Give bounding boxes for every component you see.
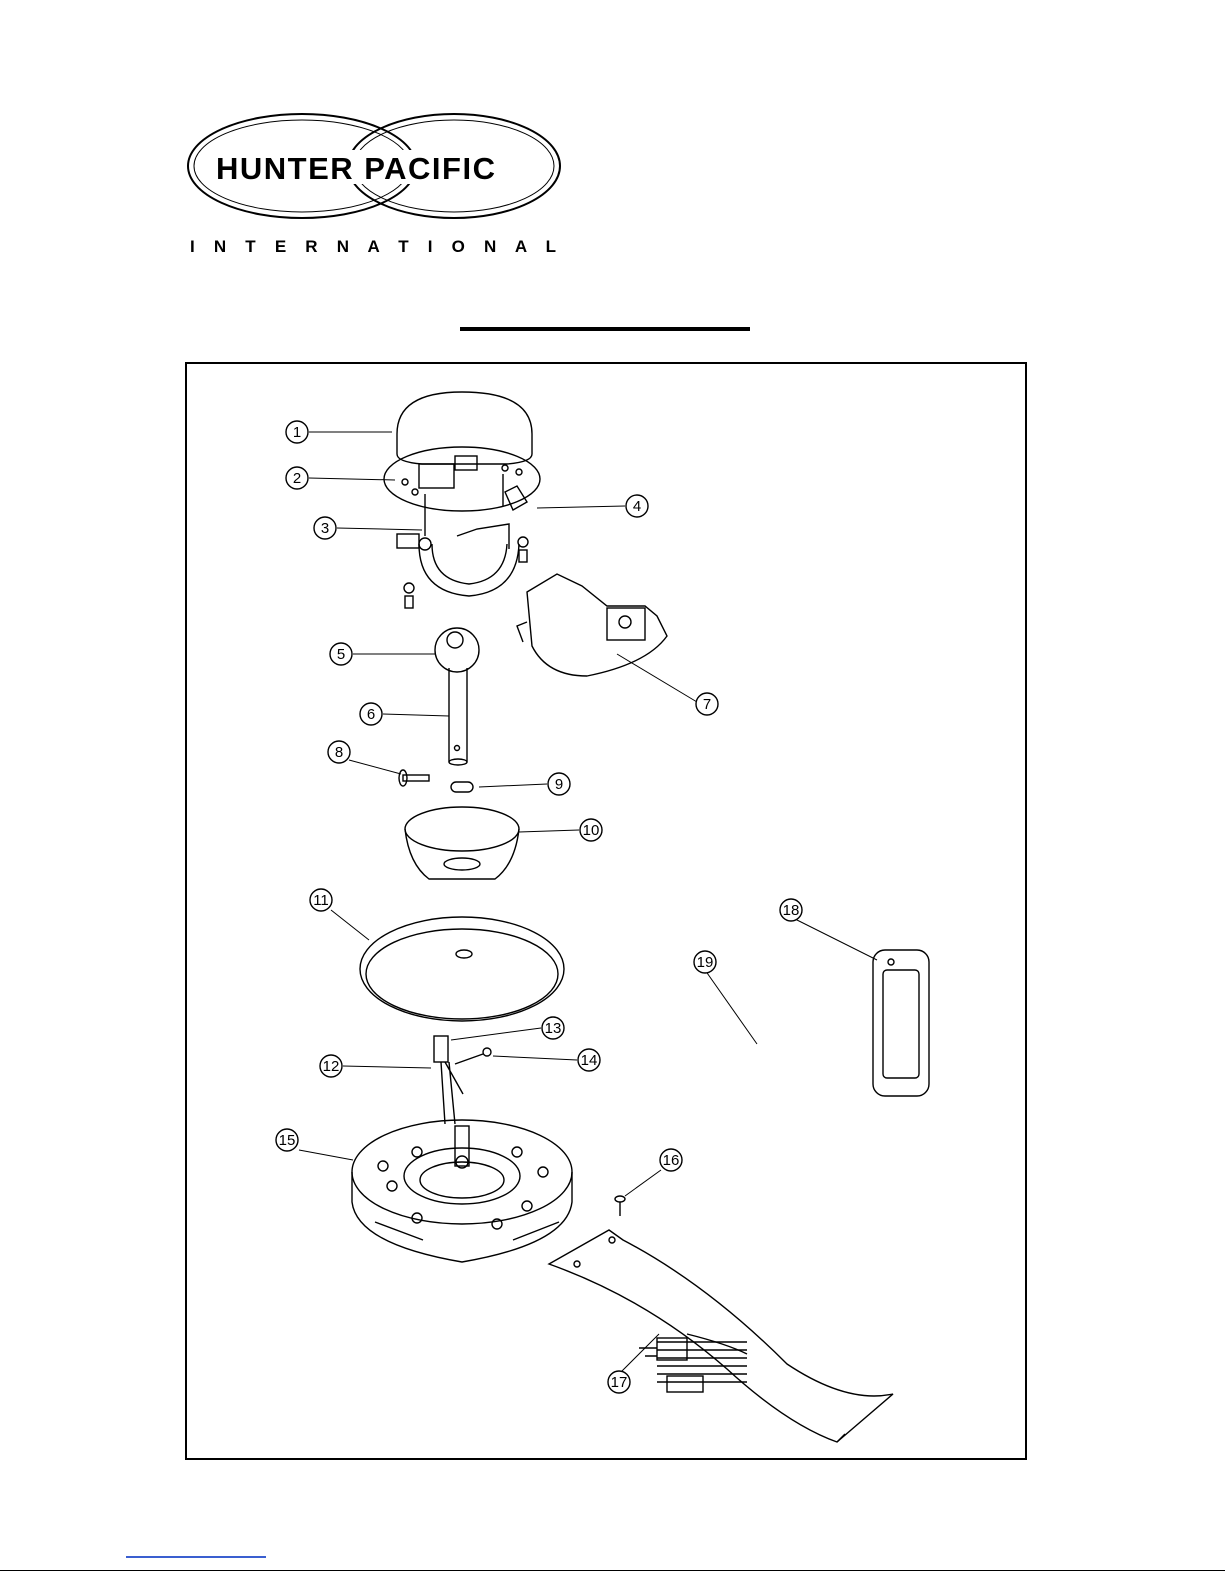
part-canopy-shell bbox=[517, 574, 667, 676]
part-motor-assembly bbox=[352, 1120, 572, 1262]
callout-1: 1 bbox=[286, 421, 308, 443]
part-wire-connector bbox=[434, 1036, 491, 1124]
svg-text:6: 6 bbox=[367, 706, 375, 723]
brand-name: HUNTER PACIFIC bbox=[216, 151, 496, 186]
svg-text:8: 8 bbox=[335, 744, 343, 761]
svg-text:16: 16 bbox=[663, 1152, 680, 1169]
svg-text:11: 11 bbox=[313, 892, 329, 909]
callout-9: 9 bbox=[548, 773, 570, 795]
callout-19: 19 bbox=[694, 951, 716, 973]
svg-text:10: 10 bbox=[583, 822, 600, 839]
callout-16: 16 bbox=[660, 1149, 682, 1171]
part-downrod bbox=[449, 668, 467, 765]
brand-subtitle: I N T E R N A T I O N A L bbox=[190, 237, 556, 256]
footer-divider bbox=[0, 1570, 1225, 1571]
svg-text:5: 5 bbox=[337, 646, 345, 663]
callout-10: 10 bbox=[580, 819, 602, 841]
part-remote-control bbox=[873, 950, 929, 1096]
callout-17: 17 bbox=[608, 1371, 630, 1393]
svg-text:15: 15 bbox=[279, 1132, 296, 1149]
svg-text:13: 13 bbox=[545, 1020, 562, 1037]
callout-8: 8 bbox=[328, 741, 350, 763]
svg-text:3: 3 bbox=[321, 520, 329, 537]
title-underline bbox=[460, 327, 750, 331]
svg-text:7: 7 bbox=[703, 696, 711, 713]
callout-11: 11 bbox=[310, 889, 332, 911]
svg-text:17: 17 bbox=[611, 1374, 628, 1391]
callout-12: 12 bbox=[320, 1055, 342, 1077]
part-motor-cover-disc bbox=[360, 917, 564, 1021]
brand-logo: HUNTER PACIFIC I N T E R N A T I O N A L bbox=[184, 106, 564, 256]
svg-text:1: 1 bbox=[293, 424, 301, 441]
callout-6: 6 bbox=[360, 703, 382, 725]
svg-text:18: 18 bbox=[783, 902, 800, 919]
callout-2: 2 bbox=[286, 467, 308, 489]
svg-text:19: 19 bbox=[697, 954, 714, 971]
part-clevis-pin bbox=[399, 770, 429, 786]
part-mounting-plate bbox=[384, 447, 540, 511]
svg-text:2: 2 bbox=[293, 470, 301, 487]
callout-18: 18 bbox=[780, 899, 802, 921]
svg-text:4: 4 bbox=[633, 498, 641, 515]
part-coupling-cover bbox=[405, 807, 519, 879]
svg-text:12: 12 bbox=[323, 1058, 340, 1075]
callout-5: 5 bbox=[330, 643, 352, 665]
part-hanger-ball bbox=[435, 628, 479, 672]
part-power-cord bbox=[639, 1334, 747, 1392]
brand-logo-graphic: HUNTER PACIFIC I N T E R N A T I O N A L bbox=[184, 106, 564, 256]
part-locking-clip bbox=[451, 782, 473, 792]
footer-link-underline[interactable] bbox=[126, 1556, 266, 1558]
callout-3: 3 bbox=[314, 517, 336, 539]
callout-15: 15 bbox=[276, 1129, 298, 1151]
parts-diagram-frame: 1 2 3 4 5 6 7 8 9 10 11 12 13 14 15 16 1… bbox=[185, 362, 1027, 1460]
exploded-parts-diagram: 1 2 3 4 5 6 7 8 9 10 11 12 13 14 15 16 1… bbox=[187, 364, 1025, 1458]
svg-text:9: 9 bbox=[555, 776, 563, 793]
part-fan-blade bbox=[549, 1230, 893, 1442]
callout-14: 14 bbox=[578, 1049, 600, 1071]
svg-text:14: 14 bbox=[581, 1052, 598, 1069]
callout-13: 13 bbox=[542, 1017, 564, 1039]
callout-7: 7 bbox=[696, 693, 718, 715]
callout-4: 4 bbox=[626, 495, 648, 517]
part-blade-screw bbox=[615, 1196, 625, 1216]
